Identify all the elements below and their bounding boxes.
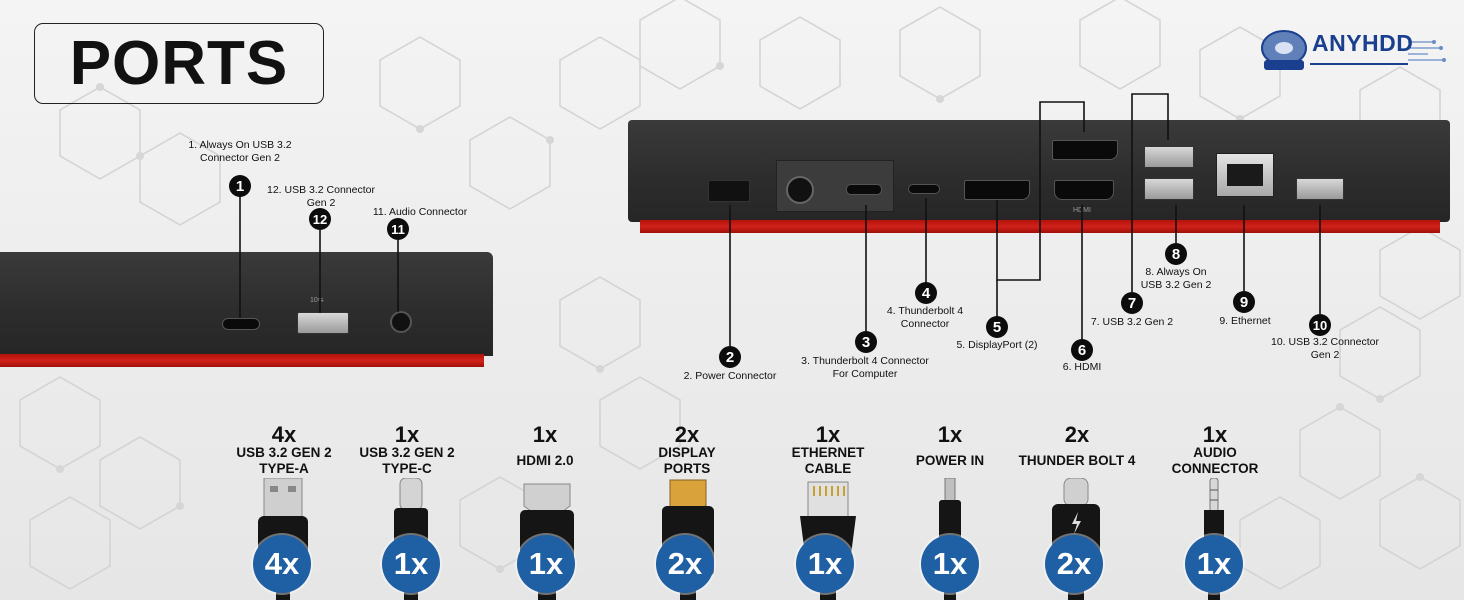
callout-badge-7: 7 (1121, 292, 1143, 314)
connector-count-displayport: 2x (674, 422, 700, 447)
callout-label-1: 1. Always On USB 3.2 Connector Gen 2 (188, 139, 292, 164)
connector-label-displayport: DISPLAY PORTS (658, 445, 716, 476)
callout-label-7: 7. USB 3.2 Gen 2 (1090, 316, 1174, 328)
page-title: PORTS (69, 29, 289, 98)
hdmi-port (1054, 180, 1114, 200)
connector-label-usb-a: USB 3.2 GEN 2 TYPE-A (236, 445, 332, 476)
callout-label-10: 10. USB 3.2 Connector Gen 2 (1271, 336, 1379, 361)
connector-label-ethernet: ETHERNET CABLE (791, 445, 865, 476)
ethernet-port (1216, 153, 1274, 197)
callout-badge-2: 2 (719, 346, 741, 368)
callout-badge-12: 12 (309, 208, 331, 230)
usb-a-port-upper (1144, 146, 1194, 168)
usb-a-port-always-on (1144, 178, 1194, 200)
displayport-port-lower (964, 180, 1030, 200)
connector-count-ethernet: 1x (815, 422, 841, 447)
callout-label-12: 12. USB 3.2 Connector Gen 2 (267, 184, 375, 209)
power-switch (708, 180, 750, 202)
connector-count-audio: 1x (1202, 422, 1228, 447)
connector-label-usb-c: USB 3.2 GEN 2 TYPE-C (359, 445, 455, 476)
connector-badge-displayport: 2x (656, 535, 714, 593)
thunderbolt-computer-port (846, 184, 882, 195)
callout-badge-10: 10 (1309, 314, 1331, 336)
callout-label-6: 6. HDMI (1062, 361, 1102, 373)
callout-badge-8: 8 (1165, 243, 1187, 265)
thunderbolt-port (908, 184, 940, 194)
callout-badge-6: 6 (1071, 339, 1093, 361)
title-box: PORTS (34, 23, 324, 104)
power-connector-port (786, 176, 814, 204)
callout-badge-11: 11 (387, 218, 409, 240)
connector-badge-thunderbolt: 2x (1045, 535, 1103, 593)
connector-badge-power: 1x (921, 535, 979, 593)
callout-badge-3: 3 (855, 331, 877, 353)
connector-label-power: POWER IN (915, 453, 985, 468)
callout-badge-1: 1 (229, 175, 251, 197)
dock-rear-view (628, 120, 1450, 222)
callout-label-2: 2. Power Connector (683, 370, 777, 382)
connector-badge-usb-a: 4x (253, 535, 311, 593)
callout-badge-5: 5 (986, 316, 1008, 338)
usb-a-port-right (1296, 178, 1344, 200)
dock-side-red-strip (0, 354, 484, 367)
callout-label-8: 8. Always On USB 3.2 Gen 2 (1140, 266, 1212, 291)
callout-label-4: 4. Thunderbolt 4 Connector (886, 305, 964, 330)
callout-label-5: 5. DisplayPort (2) (956, 339, 1038, 351)
connector-badge-ethernet: 1x (796, 535, 854, 593)
dock-side-view (0, 252, 493, 356)
usb-mark-side: 10⇆ (310, 297, 324, 304)
displayport-port-upper (1052, 140, 1118, 160)
connector-count-usb-c: 1x (394, 422, 420, 447)
connector-count-usb-a: 4x (271, 422, 297, 447)
brand-name: ANYHDD (1312, 30, 1414, 56)
usb-c-port (222, 318, 260, 330)
callout-label-3: 3. Thunderbolt 4 Connector For Computer (801, 355, 929, 380)
callout-label-11: 11. Audio Connector (372, 206, 468, 218)
connector-count-hdmi: 1x (532, 422, 558, 447)
connector-badge-hdmi: 1x (517, 535, 575, 593)
usb-a-port-side (297, 312, 349, 334)
brand-logo (1258, 22, 1448, 82)
connector-badge-usb-c: 1x (382, 535, 440, 593)
hard-drive-logo-icon (1261, 30, 1446, 70)
connector-label-audio: AUDIO CONNECTOR (1171, 445, 1259, 476)
connector-count-power: 1x (937, 422, 963, 447)
connector-label-thunderbolt: THUNDER BOLT 4 (1018, 453, 1136, 468)
callout-label-9: 9. Ethernet (1219, 315, 1271, 327)
connector-label-hdmi: HDMI 2.0 (516, 453, 574, 468)
audio-jack-port (390, 311, 412, 333)
connector-count-thunderbolt: 2x (1064, 422, 1090, 447)
callout-badge-4: 4 (915, 282, 937, 304)
connector-badge-audio: 1x (1185, 535, 1243, 593)
callout-badge-9: 9 (1233, 291, 1255, 313)
